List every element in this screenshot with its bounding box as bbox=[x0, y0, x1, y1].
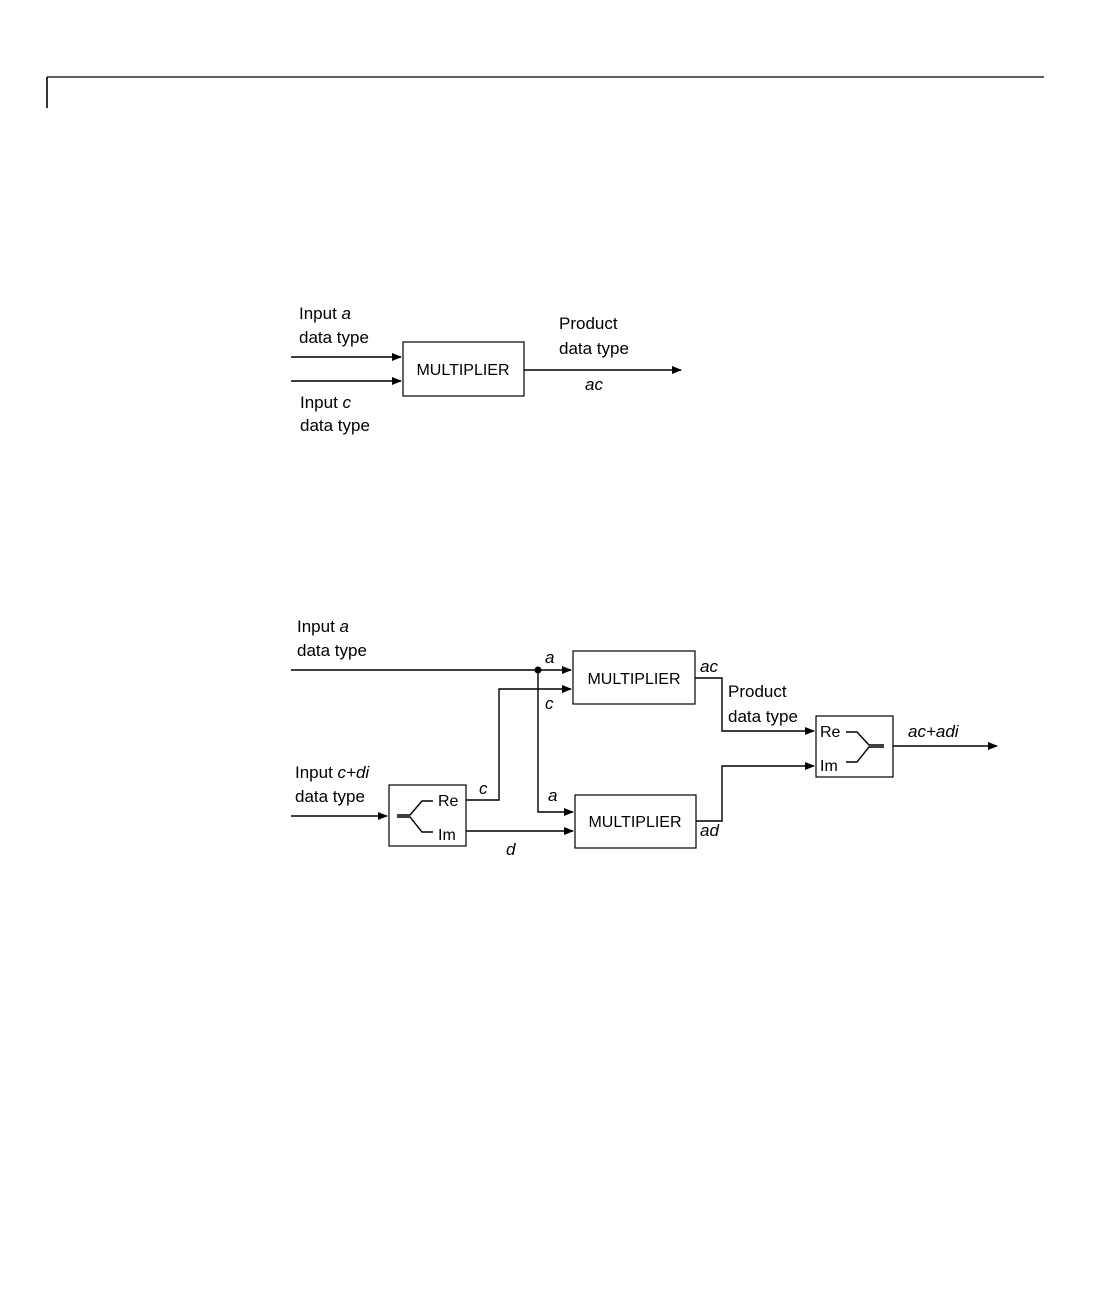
d2-signal-output: ac+adi bbox=[908, 722, 960, 741]
d2-signal-a-bottom: a bbox=[548, 786, 557, 805]
d1-input-c-label: Input c bbox=[300, 393, 352, 412]
d2-signal-a-top: a bbox=[545, 648, 554, 667]
d2-signal-d: d bbox=[506, 840, 516, 859]
d2-input-a-type: data type bbox=[297, 641, 367, 660]
d2-ad-wire bbox=[696, 766, 814, 821]
d1-product-label: Product bbox=[559, 314, 618, 333]
d2-combiner-re-label: Re bbox=[820, 724, 841, 741]
d2-signal-c-split: c bbox=[479, 779, 488, 798]
page-header-rule bbox=[47, 77, 1044, 108]
d1-input-a-type: data type bbox=[299, 328, 369, 347]
d2-product-label: Product bbox=[728, 682, 787, 701]
diagram-complex-multiply: Input a data type a c a Input c+di data … bbox=[291, 617, 997, 859]
d2-combiner-im-label: Im bbox=[820, 758, 838, 775]
d2-product-type: data type bbox=[728, 707, 798, 726]
d1-input-c-type: data type bbox=[300, 416, 370, 435]
d2-signal-c-top: c bbox=[545, 694, 554, 713]
d2-signal-ad: ad bbox=[700, 821, 719, 840]
d2-input-cdi-type: data type bbox=[295, 787, 365, 806]
d1-output-signal: ac bbox=[585, 375, 603, 394]
d2-splitter-im-label: Im bbox=[438, 827, 456, 844]
d1-input-a-label: Input a bbox=[299, 304, 351, 323]
d2-input-a-label: Input a bbox=[297, 617, 349, 636]
d2-multiplier-top-label: MULTIPLIER bbox=[587, 671, 680, 688]
d2-signal-ac: ac bbox=[700, 657, 718, 676]
d2-splitter-re-label: Re bbox=[438, 793, 459, 810]
d2-input-cdi-label: Input c+di bbox=[295, 763, 370, 782]
d1-multiplier-label: MULTIPLIER bbox=[416, 362, 509, 379]
d2-multiplier-bottom-label: MULTIPLIER bbox=[588, 814, 681, 831]
d1-product-type: data type bbox=[559, 339, 629, 358]
diagram-real-multiply: Input a data type Input c data type MULT… bbox=[291, 304, 681, 435]
